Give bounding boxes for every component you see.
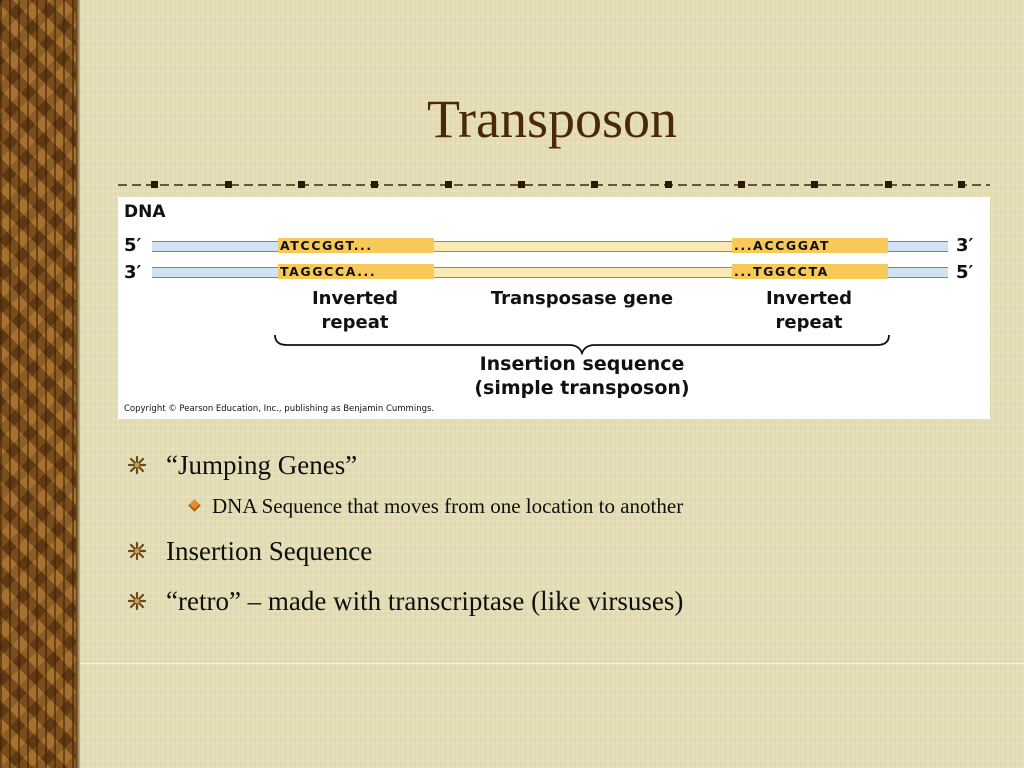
right-inverted-repeat-label: Inverted repeat (765, 288, 853, 334)
top-right-repeat-sequence: ...ACCGGAT (732, 238, 888, 253)
sub-bullet-text: DNA Sequence that moves from one locatio… (212, 494, 684, 518)
bullet-text: “Jumping Genes” (166, 450, 358, 480)
insertion-sequence-subtitle: (simple transposon) (474, 377, 690, 399)
transposase-gene-label: Transposase gene (490, 288, 674, 309)
top-strand-left-end: 5′ (124, 235, 142, 256)
bullet-text: Insertion Sequence (166, 536, 373, 566)
star-bullet-icon (128, 592, 146, 610)
wood-strip-edge (76, 0, 80, 768)
diamond-bullet-icon (188, 499, 201, 512)
bottom-left-repeat-sequence: TAGGCCA... (278, 264, 434, 279)
bullet-list: “Jumping Genes” DNA Sequence that moves … (128, 450, 1008, 626)
insertion-sequence-brace (274, 334, 890, 355)
top-strand-right-end: 3′ (956, 235, 974, 256)
dashed-divider (118, 181, 990, 188)
slide-title: Transposon (426, 89, 678, 149)
bullet-item: “retro” – made with transcriptase (like … (128, 586, 1008, 626)
bottom-rule (80, 663, 1024, 664)
bottom-right-repeat-sequence: ...TGGCCTA (732, 264, 888, 279)
bullet-item: Insertion Sequence (128, 536, 1008, 576)
star-bullet-icon (128, 542, 146, 560)
bullet-item: “Jumping Genes” (128, 450, 1008, 490)
top-left-repeat-sequence: ATCCGGT... (278, 238, 434, 253)
bottom-strand-right-end: 5′ (956, 262, 974, 283)
insertion-sequence-title: Insertion sequence (479, 353, 685, 375)
top-strand-insertion-region (278, 241, 886, 252)
bullet-text: “retro” – made with transcriptase (like … (166, 586, 684, 616)
bottom-strand-insertion-region (278, 267, 886, 278)
left-inverted-repeat-label: Inverted repeat (311, 288, 399, 334)
bottom-strand-left-end: 3′ (124, 262, 142, 283)
transposon-figure: DNA 5′ ATCCGGT... ...ACCGGAT 3′ 3′ TAGGC… (118, 197, 990, 419)
sub-bullet-item: DNA Sequence that moves from one locatio… (128, 490, 1008, 536)
figure-dna-label: DNA (124, 202, 166, 222)
figure-copyright: Copyright © Pearson Education, Inc., pub… (124, 404, 435, 414)
star-bullet-icon (128, 456, 146, 474)
wood-texture-strip (0, 0, 76, 768)
